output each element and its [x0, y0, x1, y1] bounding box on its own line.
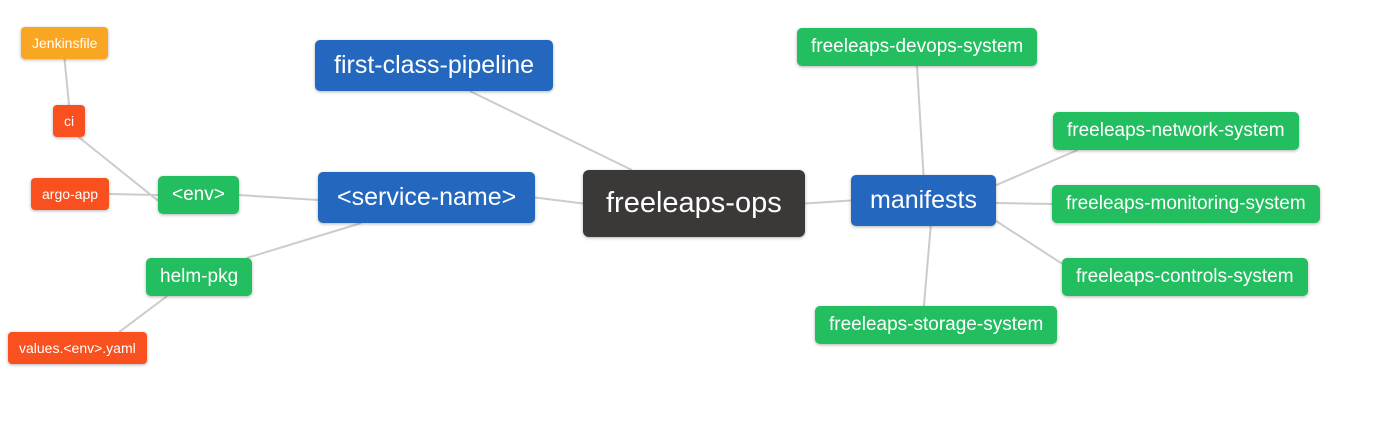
edge-env-service-name: [238, 194, 319, 202]
edge-manifests-controls-system: [995, 220, 1063, 265]
node-argo-app[interactable]: argo-app: [31, 178, 110, 211]
edge-manifests-storage-system: [922, 225, 932, 307]
node-ci[interactable]: ci: [53, 105, 86, 138]
edge-service-name-freeleaps-ops: [534, 196, 584, 205]
node-jenkinsfile[interactable]: Jenkinsfile: [21, 27, 109, 60]
node-env[interactable]: <env>: [158, 176, 239, 214]
edge-devops-system-manifests: [916, 65, 925, 176]
node-values-env-yaml[interactable]: values.<env>.yaml: [8, 332, 147, 365]
node-network-system[interactable]: freeleaps-network-system: [1053, 112, 1299, 150]
node-monitoring-system[interactable]: freeleaps-monitoring-system: [1052, 185, 1320, 223]
node-first-class-pipeline[interactable]: first-class-pipeline: [315, 40, 554, 91]
node-helm-pkg[interactable]: helm-pkg: [146, 258, 253, 296]
edge-helm-pkg-service-name: [246, 222, 362, 259]
node-storage-system[interactable]: freeleaps-storage-system: [815, 306, 1058, 344]
node-freeleaps-ops[interactable]: freeleaps-ops: [583, 170, 805, 238]
node-controls-system[interactable]: freeleaps-controls-system: [1062, 258, 1308, 296]
edge-argo-app-env: [108, 193, 159, 196]
edge-freeleaps-ops-manifests: [804, 199, 852, 205]
node-service-name[interactable]: <service-name>: [318, 172, 536, 223]
edge-manifests-monitoring-system: [995, 202, 1053, 205]
edge-jenkinsfile-ci: [63, 58, 70, 106]
edge-values-env-yaml-helm-pkg: [118, 295, 168, 333]
edge-first-class-pipeline-freeleaps-ops: [469, 90, 633, 171]
node-devops-system[interactable]: freeleaps-devops-system: [797, 28, 1038, 66]
node-manifests[interactable]: manifests: [851, 175, 996, 226]
edge-manifests-network-system: [995, 149, 1078, 187]
